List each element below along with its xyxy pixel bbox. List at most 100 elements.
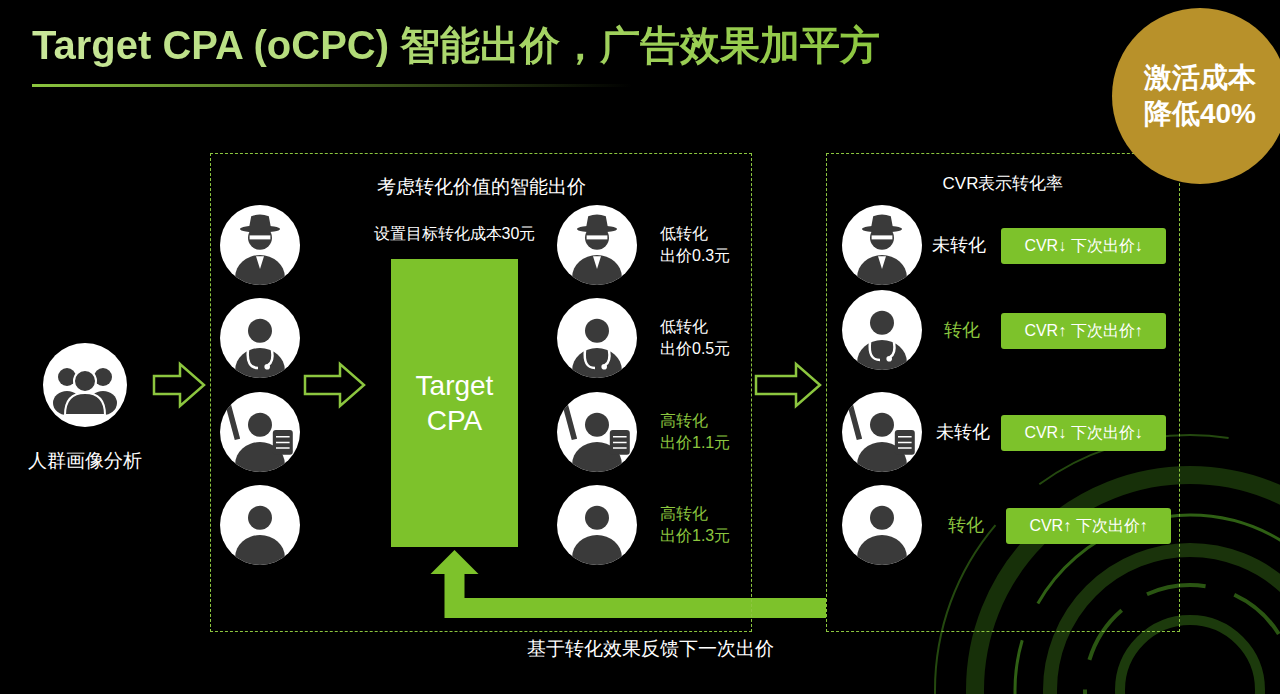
raised-arm xyxy=(562,404,577,440)
background-arcs xyxy=(935,435,1280,694)
group-icon xyxy=(43,343,127,427)
person-icon xyxy=(557,298,637,392)
book-lines xyxy=(276,437,290,448)
hollow-arrow xyxy=(154,364,204,406)
stethoscope xyxy=(585,350,595,368)
dashed-region: CVR表示转化率 CVR↓ 下次出价↓ CVR↑ 下次出价↑ CVR↓ 下次出价↓ CV… xyxy=(826,153,1180,632)
icon-figure xyxy=(572,215,622,299)
edge-label: 基于转化效果反馈下一次出价 xyxy=(527,636,774,662)
person-icons xyxy=(220,205,922,579)
conversion-label: 转化 xyxy=(948,513,984,537)
icon-body xyxy=(235,535,285,579)
node-label: 人群画像分析 xyxy=(20,448,150,474)
sunglasses xyxy=(587,235,608,239)
icon-head xyxy=(585,413,609,437)
icon-head xyxy=(248,413,272,437)
person-icon xyxy=(842,290,922,384)
stethoscope xyxy=(890,342,895,357)
conversion-label: 未转化 xyxy=(936,420,990,444)
cvr-pill: CVR↓ 下次出价↓ xyxy=(1001,228,1166,264)
person-icon xyxy=(842,392,922,486)
icon-head xyxy=(870,506,894,530)
bid-label: 低转化 出价0.3元 xyxy=(660,223,746,266)
raised-arm xyxy=(847,404,862,440)
icon-body xyxy=(572,535,622,579)
connector xyxy=(756,364,820,406)
icon-head xyxy=(585,506,609,530)
book xyxy=(273,430,293,455)
hat-crown xyxy=(249,215,271,229)
dashed-region: 考虑转化价值的智能出价设置目标转化成本30元Target CPA xyxy=(210,153,752,632)
raised-arm xyxy=(225,404,240,440)
stethoscope xyxy=(605,350,610,365)
icon-body xyxy=(572,255,622,299)
icon-body xyxy=(235,348,285,392)
hat-crown xyxy=(871,215,893,229)
book xyxy=(610,430,630,455)
person-icon xyxy=(557,392,637,486)
icon-figure xyxy=(225,404,292,486)
target-cpa-block: 设置目标转化成本30元Target CPA xyxy=(391,259,518,547)
icon-figure xyxy=(857,506,907,579)
block-label: Target CPA xyxy=(405,368,505,438)
person-icon xyxy=(842,205,922,299)
icon-body xyxy=(857,340,907,384)
region-heading: CVR表示转化率 xyxy=(827,172,1179,195)
book xyxy=(895,430,915,455)
person-icon xyxy=(557,485,637,579)
stethoscope xyxy=(248,350,258,368)
collar xyxy=(593,256,601,269)
cvr-pill: CVR↑ 下次出价↑ xyxy=(1006,508,1171,544)
sunglasses xyxy=(250,235,271,239)
person-icon xyxy=(557,205,637,299)
bid-label: 低转化 出价0.5元 xyxy=(660,316,746,359)
person-icon xyxy=(842,485,922,579)
region-heading: 考虑转化价值的智能出价 xyxy=(211,174,751,200)
hollow-arrow xyxy=(305,364,364,406)
icon-head xyxy=(870,311,894,335)
cvr-pill: CVR↓ 下次出价↓ xyxy=(1001,415,1166,451)
person-icon xyxy=(220,485,300,579)
hat-crown xyxy=(586,215,608,229)
sunglasses xyxy=(872,235,893,239)
stethoscope xyxy=(268,350,273,365)
pill-label: CVR↑ 下次出价↑ xyxy=(1024,321,1142,342)
stethoscope-end xyxy=(264,364,270,370)
pill-label: CVR↓ 下次出价↓ xyxy=(1024,423,1142,444)
hollow-arrow xyxy=(756,364,820,406)
feedback-line xyxy=(455,574,827,608)
arrowhead xyxy=(431,550,479,574)
icon-body xyxy=(857,535,907,579)
person-icon xyxy=(220,205,300,299)
book-lines xyxy=(613,437,627,448)
stethoscope-end xyxy=(886,356,892,362)
icon-head xyxy=(870,413,894,437)
conversion-label: 未转化 xyxy=(932,233,986,257)
person-icon xyxy=(220,298,300,392)
icon-figure xyxy=(235,319,285,392)
pill-label: CVR↓ 下次出价↓ xyxy=(1024,236,1142,257)
connector xyxy=(154,364,204,406)
icon-figure xyxy=(235,215,285,299)
title: Target CPA (oCPC) 智能出价，广告效果加平方 xyxy=(32,18,880,73)
icon-body xyxy=(235,255,285,299)
block-heading: 设置目标转化成本30元 xyxy=(374,224,536,245)
stethoscope-end xyxy=(601,364,607,370)
icon-figure xyxy=(857,215,907,299)
cvr-pill: CVR↑ 下次出价↑ xyxy=(1001,313,1166,349)
book-lines xyxy=(898,437,912,448)
icon-figure xyxy=(847,404,914,486)
connector xyxy=(431,550,827,608)
collar xyxy=(878,256,886,269)
icon-head xyxy=(248,319,272,343)
bid-label: 高转化 出价1.1元 xyxy=(660,410,746,453)
conversion-label: 转化 xyxy=(944,318,980,342)
icon-figure xyxy=(572,319,622,392)
icon-figure xyxy=(235,506,285,579)
icon-figure xyxy=(857,311,907,384)
title-underline xyxy=(32,84,632,87)
icon-head xyxy=(248,506,272,530)
pill-label: CVR↑ 下次出价↑ xyxy=(1029,516,1147,537)
stethoscope xyxy=(870,342,880,360)
